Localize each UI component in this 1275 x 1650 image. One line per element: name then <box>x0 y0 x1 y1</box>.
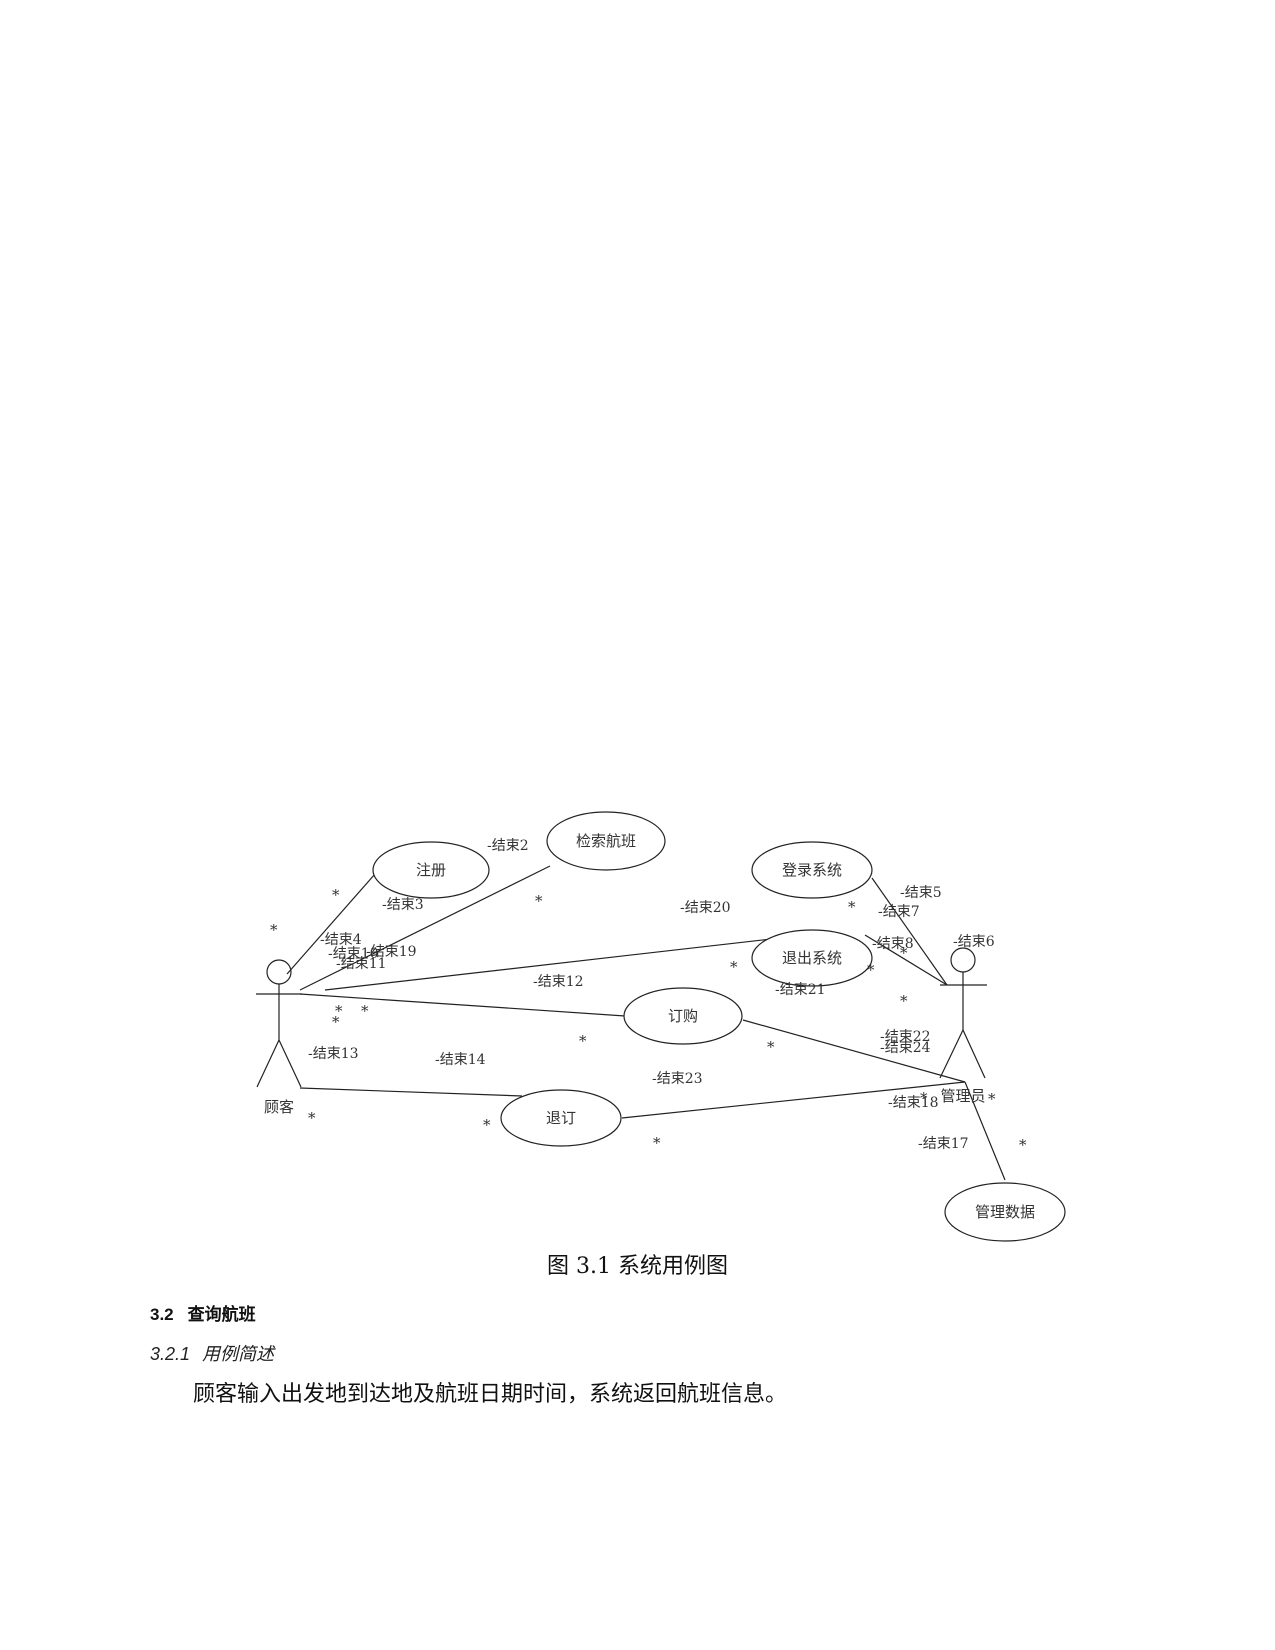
use-case-refund-label: 退订 <box>546 1109 576 1127</box>
role-end-22: -结束22 <box>880 1029 931 1045</box>
multiplicity-mark: * <box>900 992 908 1010</box>
use-case-login-label: 登录系统 <box>782 861 842 879</box>
role-end-12: -结束12 <box>533 974 584 990</box>
role-end-24: -结束24 <box>880 1040 931 1056</box>
assoc-customer-logout <box>324 937 781 991</box>
use-case-login: 登录系统 <box>751 841 873 899</box>
role-end-17: -结束17 <box>918 1136 969 1152</box>
paragraph: 顾客输入出发地到达地及航班日期时间，系统返回航班信息。 <box>193 1382 788 1407</box>
use-case-logout-label: 退出系统 <box>782 949 842 967</box>
use-case-order: 订购 <box>623 987 743 1045</box>
role-end-7: -结束7 <box>878 904 920 920</box>
role-end-14: -结束14 <box>435 1052 486 1068</box>
subsection-number: 3.2.1 <box>150 1344 191 1364</box>
multiplicity-mark: * <box>270 921 278 939</box>
use-case-manage-data-label: 管理数据 <box>975 1203 1035 1221</box>
role-end-4: -结束4 <box>320 932 362 948</box>
assoc-admin-manage <box>964 1081 1006 1181</box>
role-end-8: -结束8 <box>872 936 914 952</box>
assoc-customer-search <box>299 865 551 991</box>
multiplicity-mark: * <box>361 1002 369 1020</box>
multiplicity-mark: * <box>988 1090 996 1108</box>
use-case-manage-data: 管理数据 <box>944 1182 1066 1242</box>
section-heading: 3.2 查询航班 <box>150 1300 256 1325</box>
role-end-18: -结束18 <box>888 1095 939 1111</box>
assoc-customer-refund <box>299 1087 523 1097</box>
role-end-19: -结束19 <box>366 944 417 960</box>
assoc-customer-register <box>286 873 376 975</box>
section-number: 3.2 <box>150 1305 174 1324</box>
multiplicity-mark: * <box>332 886 340 904</box>
multiplicity-mark: * <box>767 1038 775 1056</box>
multiplicity-mark: * <box>1019 1136 1027 1154</box>
actor-admin: 管理员 <box>939 947 987 1105</box>
role-end-23: -结束23 <box>652 1071 703 1087</box>
multiplicity-mark: * <box>653 1134 661 1152</box>
role-end-11: -结束11 <box>336 956 387 972</box>
role-end-13: -结束13 <box>308 1046 359 1062</box>
use-case-search-flights-label: 检索航班 <box>576 832 636 850</box>
use-case-diagram: 顾客 管理员 注册 检索航班 登录系统 退出系统 订购 退订 管理数据 -结束2 <box>256 811 1066 1242</box>
multiplicity-mark: * <box>579 1032 587 1050</box>
role-end-20: -结束20 <box>680 900 731 916</box>
actor-customer-label: 顾客 <box>264 1098 294 1116</box>
role-end-10: -结束10 <box>328 946 379 962</box>
use-case-order-label: 订购 <box>668 1007 698 1025</box>
multiplicity-mark: * <box>535 892 543 910</box>
figure-caption: 图 3.1 系统用例图 <box>547 1254 728 1279</box>
multiplicity-mark: * <box>867 961 875 979</box>
multiplicity-mark: * <box>730 958 738 976</box>
assoc-admin-order <box>742 1019 966 1083</box>
assoc-customer-order <box>299 993 626 1017</box>
assoc-admin-logout <box>864 934 948 986</box>
actor-customer: 顾客 <box>256 959 302 1116</box>
multiplicity-mark: * <box>332 1013 340 1031</box>
use-case-register-label: 注册 <box>416 861 446 879</box>
use-case-refund: 退订 <box>500 1089 622 1147</box>
role-end-2: -结束2 <box>487 838 529 854</box>
role-end-3: -结束3 <box>382 897 424 913</box>
subsection-heading: 3.2.1 用例简述 <box>150 1340 274 1366</box>
use-case-search-flights: 检索航班 <box>546 811 666 871</box>
section-title: 查询航班 <box>187 1305 256 1324</box>
multiplicity-mark: * <box>483 1116 491 1134</box>
multiplicity-mark: * <box>335 1002 343 1020</box>
multiplicity-mark: * <box>848 898 856 916</box>
role-end-6: -结束6 <box>953 934 995 950</box>
assoc-admin-login <box>871 877 948 986</box>
subsection-title: 用例简述 <box>202 1344 275 1364</box>
use-case-logout: 退出系统 <box>751 929 873 987</box>
multiplicity-mark: * <box>920 1089 928 1107</box>
role-end-21: -结束21 <box>775 982 826 998</box>
role-end-5: -结束5 <box>900 885 942 901</box>
use-case-register: 注册 <box>372 841 490 899</box>
multiplicity-mark: * <box>900 944 908 962</box>
actor-admin-label: 管理员 <box>940 1087 985 1105</box>
multiplicity-mark: * <box>308 1109 316 1127</box>
assoc-admin-refund <box>621 1081 966 1119</box>
